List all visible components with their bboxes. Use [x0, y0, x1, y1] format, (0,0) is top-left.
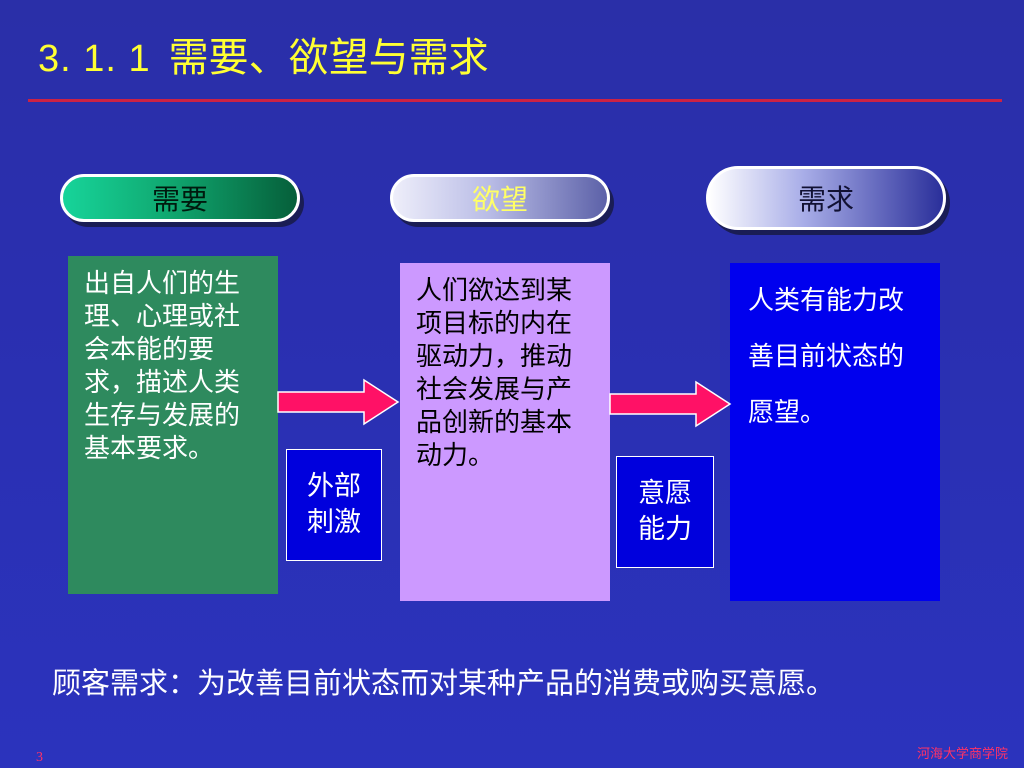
willingness-ability-box: 意愿能力: [616, 456, 714, 568]
demand-description-box: 人类有能力改善目前状态的愿望。: [730, 263, 940, 601]
demand-label: 需求: [797, 183, 854, 216]
title-text: 需要、欲望与需求: [168, 35, 489, 81]
page-number: 3: [36, 750, 43, 765]
arrow-right-icon: [277, 378, 400, 426]
arrow-need-to-want: [277, 378, 400, 426]
slide-title: 3. 1. 1 需要、欲望与需求: [38, 30, 489, 86]
need-label-pill: 需要: [60, 174, 300, 222]
demand-description: 人类有能力改善目前状态的愿望。: [748, 286, 905, 428]
need-description: 出自人们的生理、心理或社会本能的要求，描述人类生存与发展的基本要求。: [84, 269, 241, 464]
want-label: 欲望: [471, 183, 528, 216]
external-stimulus-label: 外部刺激: [307, 471, 361, 538]
willingness-ability-label: 意愿能力: [638, 478, 692, 545]
want-label-pill: 欲望: [390, 174, 610, 222]
want-description-box: 人们欲达到某项目标的内在驱动力，推动社会发展与产品创新的基本动力。: [400, 263, 610, 601]
title-divider: [28, 99, 1002, 102]
section-number: 3. 1. 1: [38, 38, 151, 80]
arrow-right-icon: [609, 380, 732, 428]
want-description: 人们欲达到某项目标的内在驱动力，推动社会发展与产品创新的基本动力。: [416, 276, 573, 471]
arrow-want-to-demand: [609, 380, 732, 428]
need-label: 需要: [151, 183, 208, 216]
need-description-box: 出自人们的生理、心理或社会本能的要求，描述人类生存与发展的基本要求。: [68, 256, 278, 594]
external-stimulus-box: 外部刺激: [286, 449, 382, 561]
organization-name: 河海大学商学院: [916, 747, 1008, 762]
demand-label-pill: 需求: [706, 166, 946, 230]
customer-demand-definition: 顾客需求：为改善目前状态而对某种产品的消费或购买意愿。: [52, 666, 836, 700]
